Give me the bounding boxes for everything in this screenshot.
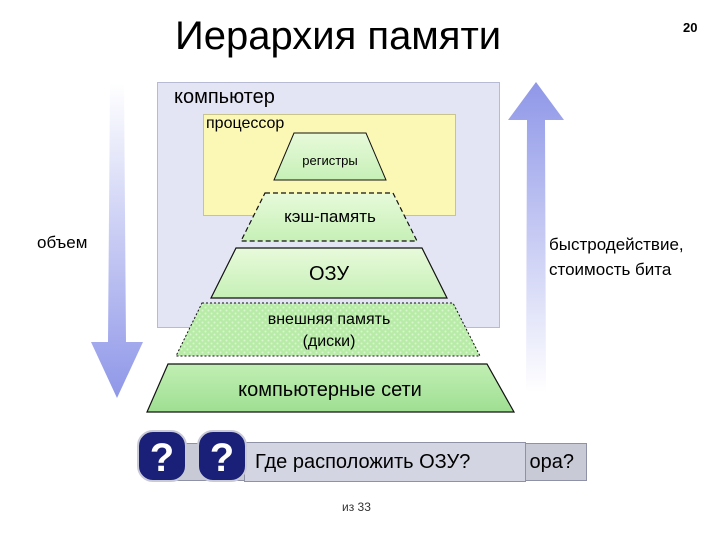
cache-level [240, 192, 418, 242]
page-counter: из 33 [342, 500, 371, 514]
slide-number: 20 [683, 20, 698, 35]
hidden-question-tail: ора? [529, 451, 575, 473]
question-icon[interactable]: ? [197, 430, 247, 482]
external-memory-level [175, 302, 481, 357]
page-title: Иерархия памяти [175, 14, 502, 58]
external-memory-label: внешняя память [268, 311, 391, 328]
volume-arrow [91, 84, 143, 398]
question-icon[interactable]: ? [137, 430, 187, 482]
svg-text:?: ? [150, 436, 174, 480]
ram-label: ОЗУ [309, 263, 349, 285]
processor-label: процессор [206, 115, 285, 132]
ram-question-box[interactable]: Где расположить ОЗУ? [244, 442, 526, 482]
ram-level [210, 247, 448, 299]
networks-level [146, 363, 516, 413]
speed-label-line1: быстродействие, [549, 235, 684, 254]
speed-label-line2: стоимость бита [549, 260, 672, 279]
registers-label: регистры [302, 153, 358, 168]
networks-label: компьютерные сети [238, 379, 422, 401]
svg-text:?: ? [210, 436, 234, 480]
speed-arrow [508, 82, 564, 392]
computer-label: компьютер [174, 86, 275, 108]
speed-cost-label: быстродействие, стоимость бита [549, 232, 684, 282]
volume-label: объем [37, 233, 88, 252]
cache-label: кэш-память [284, 207, 376, 226]
disks-label: (диски) [303, 333, 356, 350]
registers-level [273, 132, 387, 181]
